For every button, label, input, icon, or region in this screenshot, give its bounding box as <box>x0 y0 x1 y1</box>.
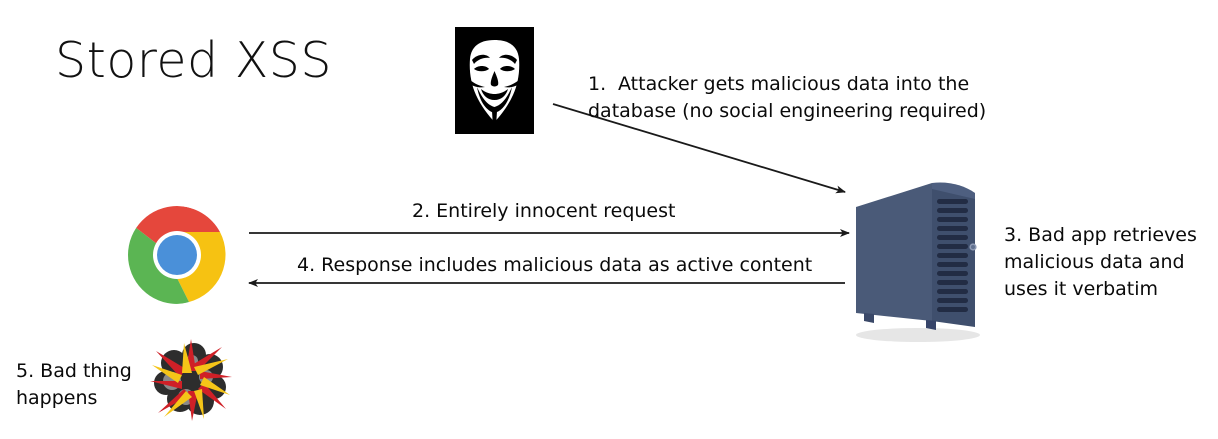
chrome-logo-icon <box>128 206 226 304</box>
page-title: Stored XSS <box>55 32 332 89</box>
anonymous-mask-icon <box>455 27 534 134</box>
explosion-icon <box>150 339 232 421</box>
step-4-caption: 4. Response includes malicious data as a… <box>297 254 813 276</box>
step-2-caption: 2. Entirely innocent request <box>412 200 676 222</box>
attacker-figure <box>455 27 534 134</box>
step-3-caption: 3. Bad app retrieves malicious data and … <box>1004 224 1197 300</box>
server-figure <box>840 175 1000 345</box>
step-1-caption: 1.Attacker gets malicious data into the … <box>588 44 1058 125</box>
explosion-figure <box>148 337 234 423</box>
step-5-caption: 5. Bad thing happens <box>16 360 132 409</box>
server-tower-icon <box>856 182 980 342</box>
step-1-text: Attacker gets malicious data into the da… <box>588 72 987 122</box>
browser-figure <box>127 205 227 305</box>
step-1-number: 1. <box>588 72 607 95</box>
